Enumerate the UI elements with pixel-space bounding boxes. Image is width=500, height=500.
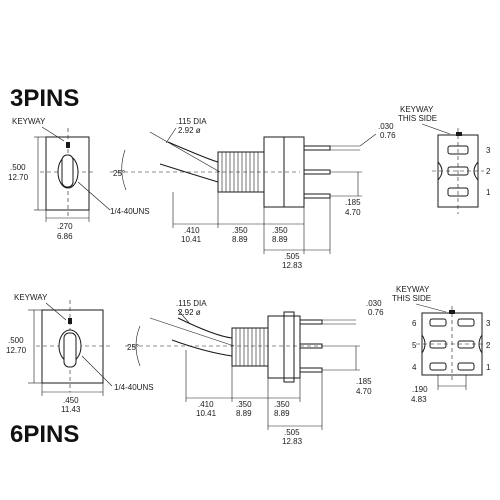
bottom-pin-pad-1 <box>457 362 475 371</box>
bottom-d030: .030 <box>366 299 382 308</box>
top-pin-num-3: 3 <box>486 146 491 155</box>
bottom-pin-num-1: 1 <box>486 363 491 372</box>
bottom-lever-side <box>171 317 233 357</box>
top-d185: .185 <box>345 198 361 207</box>
top-pin-pad-2 <box>447 166 469 176</box>
bottom-keyway-side-1: KEYWAY <box>396 285 430 294</box>
bottom-angle-label: 25° <box>127 343 139 352</box>
top-pin-pad-1 <box>447 187 469 197</box>
bottom-thread-label: 1/4-40UNS <box>114 383 154 392</box>
top-front-body <box>45 136 90 211</box>
top-keyway-mark <box>66 142 70 148</box>
bottom-d190: .190 <box>412 385 428 394</box>
bottom-thread-bushing <box>231 327 269 367</box>
bottom-pin-pad-3 <box>457 318 475 327</box>
bottom-pin-num-3: 3 <box>486 319 491 328</box>
top-width-in: .270 <box>57 222 73 231</box>
top-side-view: 25° .115 DIA 2.92 ø .030 0.76 .185 <box>110 117 396 270</box>
top-d889b: 8.89 <box>272 235 288 244</box>
bottom-pin-num-6: 6 <box>412 319 417 328</box>
top-thread-leader <box>77 181 111 211</box>
bottom-keyway-mark <box>68 318 72 324</box>
top-d1283: 12.83 <box>282 261 303 270</box>
top-front-view: KEYWAY .500 12.70 .270 6.86 1/4-40UNS <box>8 117 150 241</box>
top-pin-num-1: 1 <box>486 188 491 197</box>
top-height-mm: 12.70 <box>8 173 29 182</box>
top-d350b: .350 <box>272 226 288 235</box>
top-height-in: .500 <box>10 163 26 172</box>
top-angle-label: 25° <box>113 169 125 178</box>
bottom-thread-lines <box>235 328 265 366</box>
title-6pins: 6PINS <box>10 421 79 448</box>
top-width-mm: 6.86 <box>57 232 73 241</box>
bottom-d483: 4.83 <box>411 395 427 404</box>
top-pin-num-2: 2 <box>486 167 491 176</box>
top-keyway-side-1: KEYWAY <box>400 105 434 114</box>
bottom-front-view: KEYWAY .500 12.70 .450 11.43 1/4-40UNS <box>6 293 154 414</box>
top-keyway-leader <box>41 126 65 142</box>
bottom-d1041: 10.41 <box>196 409 217 418</box>
top-keyway-side-2: THIS SIDE <box>398 114 437 123</box>
bottom-dia-mm: 2.92 ø <box>178 308 201 317</box>
bottom-pin-pad-4 <box>429 362 447 371</box>
bottom-d350a: .350 <box>236 400 252 409</box>
top-d410: .410 <box>184 226 200 235</box>
top-d889a: 8.89 <box>232 235 248 244</box>
bottom-pin-num-4: 4 <box>412 363 417 372</box>
top-thread-lines <box>221 152 259 192</box>
bottom-width-in: .450 <box>63 396 79 405</box>
top-thread-label: 1/4-40UNS <box>110 207 150 216</box>
top-keyway-label: KEYWAY <box>12 117 46 126</box>
bottom-height-mm: 12.70 <box>6 346 27 355</box>
top-d030: .030 <box>378 122 394 131</box>
bottom-keyway-label: KEYWAY <box>14 293 48 302</box>
bottom-d410: .410 <box>198 400 214 409</box>
title-3pins: 3PINS <box>10 85 79 112</box>
bottom-pin-num-2: 2 <box>486 341 491 350</box>
top-pin-pad-3 <box>447 145 469 155</box>
top-pin-2 <box>303 169 331 175</box>
top-d076: 0.76 <box>380 131 396 140</box>
top-lever-front <box>61 154 74 188</box>
bottom-pin-3 <box>299 367 323 373</box>
bottom-d185: .185 <box>356 377 372 386</box>
bottom-pin-num-5: 5 <box>412 341 417 350</box>
bottom-d350b: .350 <box>274 400 290 409</box>
bottom-lever-front <box>63 332 77 368</box>
bottom-side-view: 25° .115 DIA 2.92 ø .030 0.76 .185 4.70 <box>125 299 384 446</box>
bottom-d076: 0.76 <box>368 308 384 317</box>
top-d350a: .350 <box>232 226 248 235</box>
top-dia-mm: 2.92 ø <box>178 126 201 135</box>
bottom-pin-1 <box>299 319 323 325</box>
bottom-pin-pad-2 <box>457 340 475 349</box>
top-d1041: 10.41 <box>181 235 202 244</box>
bottom-width-mm: 11.43 <box>61 405 81 414</box>
top-pin-1 <box>303 145 331 151</box>
bottom-pin-pad-6 <box>429 318 447 327</box>
bottom-d889a: 8.89 <box>236 409 252 418</box>
bottom-d505: .505 <box>284 428 300 437</box>
bottom-pin-view: KEYWAY THIS SIDE 6 5 4 3 2 1 .190 4.83 <box>392 285 491 404</box>
bottom-keyway-side-2: THIS SIDE <box>392 294 431 303</box>
top-lever-axis <box>149 131 221 173</box>
bottom-height-in: .500 <box>8 336 24 345</box>
bottom-d1283: 12.83 <box>282 437 303 446</box>
bottom-d889b: 8.89 <box>274 409 290 418</box>
bottom-front-body <box>41 309 104 384</box>
top-pin-3 <box>303 193 331 199</box>
top-angle-arc <box>121 149 127 191</box>
top-dia-in: .115 DIA <box>176 117 207 126</box>
top-lever-side <box>159 141 219 183</box>
top-d470: 4.70 <box>345 208 361 217</box>
top-pin-view: KEYWAY THIS SIDE 3 2 1 <box>398 105 491 214</box>
bottom-dia-in: .115 DIA <box>176 299 207 308</box>
bottom-pin-pad-5 <box>429 340 447 349</box>
bottom-d470: 4.70 <box>356 387 372 396</box>
top-d505: .505 <box>284 252 300 261</box>
